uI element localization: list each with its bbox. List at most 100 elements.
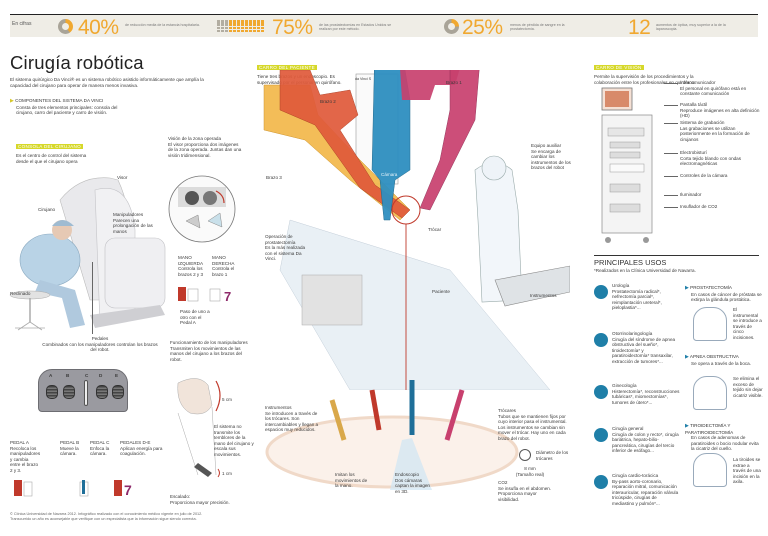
case-desc: En casos de cáncer de próstata se extirp…	[691, 291, 762, 303]
svg-text:7: 7	[124, 482, 132, 498]
waffle-cell	[217, 26, 221, 30]
arm3-label: Brazo 3	[266, 175, 282, 180]
waffle-cell	[249, 26, 253, 30]
waffle-cell	[261, 20, 265, 23]
part-title: Insuflador de CO2	[680, 204, 718, 209]
pedal-desc-text: Aplican energía para coagulación.	[120, 445, 163, 457]
arrow-icon: ▶	[685, 285, 689, 291]
specialty-desc: Histerectomía*, reconstrucciones tubáric…	[612, 388, 680, 405]
stats-label: En cifras	[12, 21, 32, 27]
part-desc: Las grabaciones se utilizan posteriormen…	[680, 125, 750, 142]
trocar-diameter-icon	[519, 449, 531, 461]
right-hand-callout: MANO DERECHA Controla el brazo 1	[212, 255, 240, 277]
trocars-title: Trócares	[498, 408, 516, 413]
size-note: (Tamaño real)	[515, 471, 545, 477]
right-hand-title: MANO DERECHA	[212, 255, 235, 266]
left-hand-title: MANO IZQUIERDA	[178, 255, 204, 266]
specialty-desc: By-pass aorto-coronario, reparación mitr…	[612, 478, 679, 506]
scale-5cm-label: 5 cm	[222, 397, 232, 402]
pedal-c[interactable]	[84, 380, 88, 406]
vision-cart-part: Controles de la cámara	[680, 173, 765, 179]
pedales-callout: Pedales Combinados con los manipuladores…	[40, 336, 160, 353]
waffle-grid-75-icon	[217, 20, 265, 33]
case-title: PROSTATECTOMÍA	[690, 285, 732, 290]
instruments-detail-illustration	[265, 380, 519, 490]
waffle-cell	[257, 23, 261, 26]
manipulators-title: Funcionamiento de los manipuladores	[170, 340, 248, 345]
components-text: Consta de tres elementos principales: co…	[16, 104, 118, 116]
vision-cart-section: CARRO DE VISIÓN Permite la supervisión d…	[594, 56, 714, 85]
operation-desc: Es la más realizada con el sistema Da Vi…	[265, 245, 306, 262]
case-desc: En casos de adenomas de paratiroides o b…	[691, 435, 759, 452]
waffle-cell	[245, 29, 249, 33]
pedal-e[interactable]	[112, 385, 124, 399]
stat-desc: aumentos de óptica, muy superior a la de…	[656, 23, 726, 32]
trocars-callout: Trócares Tubos que se mantienen fijos po…	[498, 408, 570, 442]
stat-value: 25%	[462, 16, 503, 39]
operation-title: Operación de prostatectomía	[265, 234, 296, 245]
scaling-title: Escalado:	[170, 494, 191, 499]
waffle-cell	[237, 29, 241, 33]
pedal-key-label: A	[49, 373, 53, 378]
manipuladores-desc: Parecen una prolongación de las manos	[113, 217, 153, 234]
anatomy-figure-icon	[693, 376, 727, 410]
footer: © Clínica Universidad de Navarra 2012. I…	[10, 512, 260, 522]
arm2-label: Brazo 2	[320, 99, 336, 104]
waffle-cell	[233, 20, 237, 23]
pedal-b[interactable]	[63, 385, 75, 399]
waffle-cell	[261, 23, 265, 26]
part-title: Electrobisturí	[680, 150, 707, 155]
part-desc: El personal en quirófano está en constan…	[680, 85, 747, 97]
assistant-title: Equipo auxiliar	[531, 143, 562, 148]
waffle-cell	[261, 26, 265, 30]
waffle-cell	[245, 26, 249, 30]
case-note: El instrumental se introduce a través de…	[733, 307, 762, 340]
waffle-cell	[221, 29, 225, 33]
waffle-cell	[257, 20, 261, 23]
pedal-d[interactable]	[96, 385, 108, 399]
waffle-cell	[249, 29, 253, 33]
trocars-desc: Tubos que se mantienen fijos por cuyo in…	[498, 413, 567, 441]
components-section: ▶ COMPONENTES DEL SISTEMA DA VINCI Const…	[10, 98, 120, 116]
vision-desc: El visor proporciona dos imágenes de la …	[168, 141, 242, 158]
stat-value: 40%	[78, 16, 119, 39]
imitan-text: Imitan los movimientos de la mano.	[335, 472, 368, 489]
vision-cart-illustration	[601, 87, 653, 243]
case-desc: Se opera a través de la boca.	[691, 360, 752, 366]
paso-text: Paso de uno a otro con el Pedal A	[180, 309, 210, 326]
uses-title: PRINCIPALES USOS	[594, 258, 667, 267]
surgeon-console-illustration	[9, 177, 166, 331]
case-title: TIROIDECTOMÍA Y PARATIROIDECTOMÍA	[685, 423, 734, 435]
cirujano-label: Cirujano	[38, 207, 56, 212]
specialty-title: Ginecología	[612, 383, 637, 388]
operation-callout: Operación de prostatectomía Es la más re…	[265, 234, 310, 262]
stats-bar: En cifras 40% de reducción media de la e…	[10, 14, 758, 39]
pedal-desc-text: Recoloca los manipuladores y cambia entr…	[10, 445, 41, 473]
waffle-cell	[253, 23, 257, 26]
pedal-key-label: D	[99, 373, 103, 378]
part-title: Iluminador	[680, 192, 702, 197]
stat-desc: de las prostatectomías en Estados Unidos…	[319, 23, 392, 32]
waffle-cell	[253, 20, 257, 23]
instruments-callout: Instrumentos Se introducen a través de l…	[265, 405, 320, 433]
waffle-cell	[241, 29, 245, 33]
endoscope-desc: Dos cámaras captan la imagen en 3D.	[395, 477, 430, 494]
waffle-cell	[233, 26, 237, 30]
specialty-title: Otorrinolaringología	[612, 331, 653, 336]
assistant-callout: Equipo auxiliar Se encarga de cambiar lo…	[531, 143, 573, 171]
case-note: Se elimina el exceso de tejido sin dejar…	[733, 376, 763, 398]
stat-desc: de reducción media de la estancia hospit…	[125, 23, 200, 27]
manipuladores-title: Manipuladores	[113, 212, 144, 217]
pedal-a[interactable]	[46, 385, 58, 399]
paciente-label: Paciente	[432, 289, 450, 294]
waffle-cell	[237, 20, 241, 23]
waffle-cell	[225, 23, 229, 26]
specialty-title: Urología	[612, 283, 630, 288]
svg-text:7: 7	[224, 289, 231, 304]
